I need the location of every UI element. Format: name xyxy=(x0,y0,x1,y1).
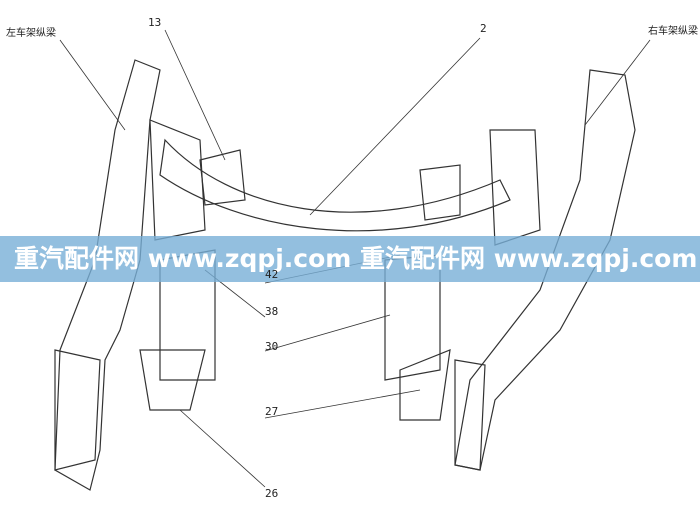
right-rail-label: 右车架纵梁 xyxy=(648,26,698,37)
left-rail-label: 左车架纵梁 xyxy=(6,28,56,39)
part-42-label: 42 xyxy=(265,268,279,281)
left-bracket-upper xyxy=(149,119,206,241)
left-damper xyxy=(199,149,246,206)
right-rail-end xyxy=(454,359,486,471)
part-38-label: 38 xyxy=(265,305,279,318)
part-26-label: 26 xyxy=(265,487,279,500)
right-damper xyxy=(419,164,461,221)
left-rail-end xyxy=(54,349,101,471)
watermark-banner: 重汽配件网 www.zqpj.com 重汽配件网 www.zqpj.com 重 xyxy=(0,236,700,282)
crossbeam xyxy=(159,138,511,232)
part-13-label: 13 xyxy=(148,16,162,29)
part-2-label: 2 xyxy=(480,22,487,35)
right-bracket-upper xyxy=(489,129,541,246)
right-bracket-27 xyxy=(399,349,451,421)
part-27-label: 27 xyxy=(265,405,279,418)
left-bracket-26 xyxy=(139,349,206,411)
part-30-label: 30 xyxy=(265,340,279,353)
